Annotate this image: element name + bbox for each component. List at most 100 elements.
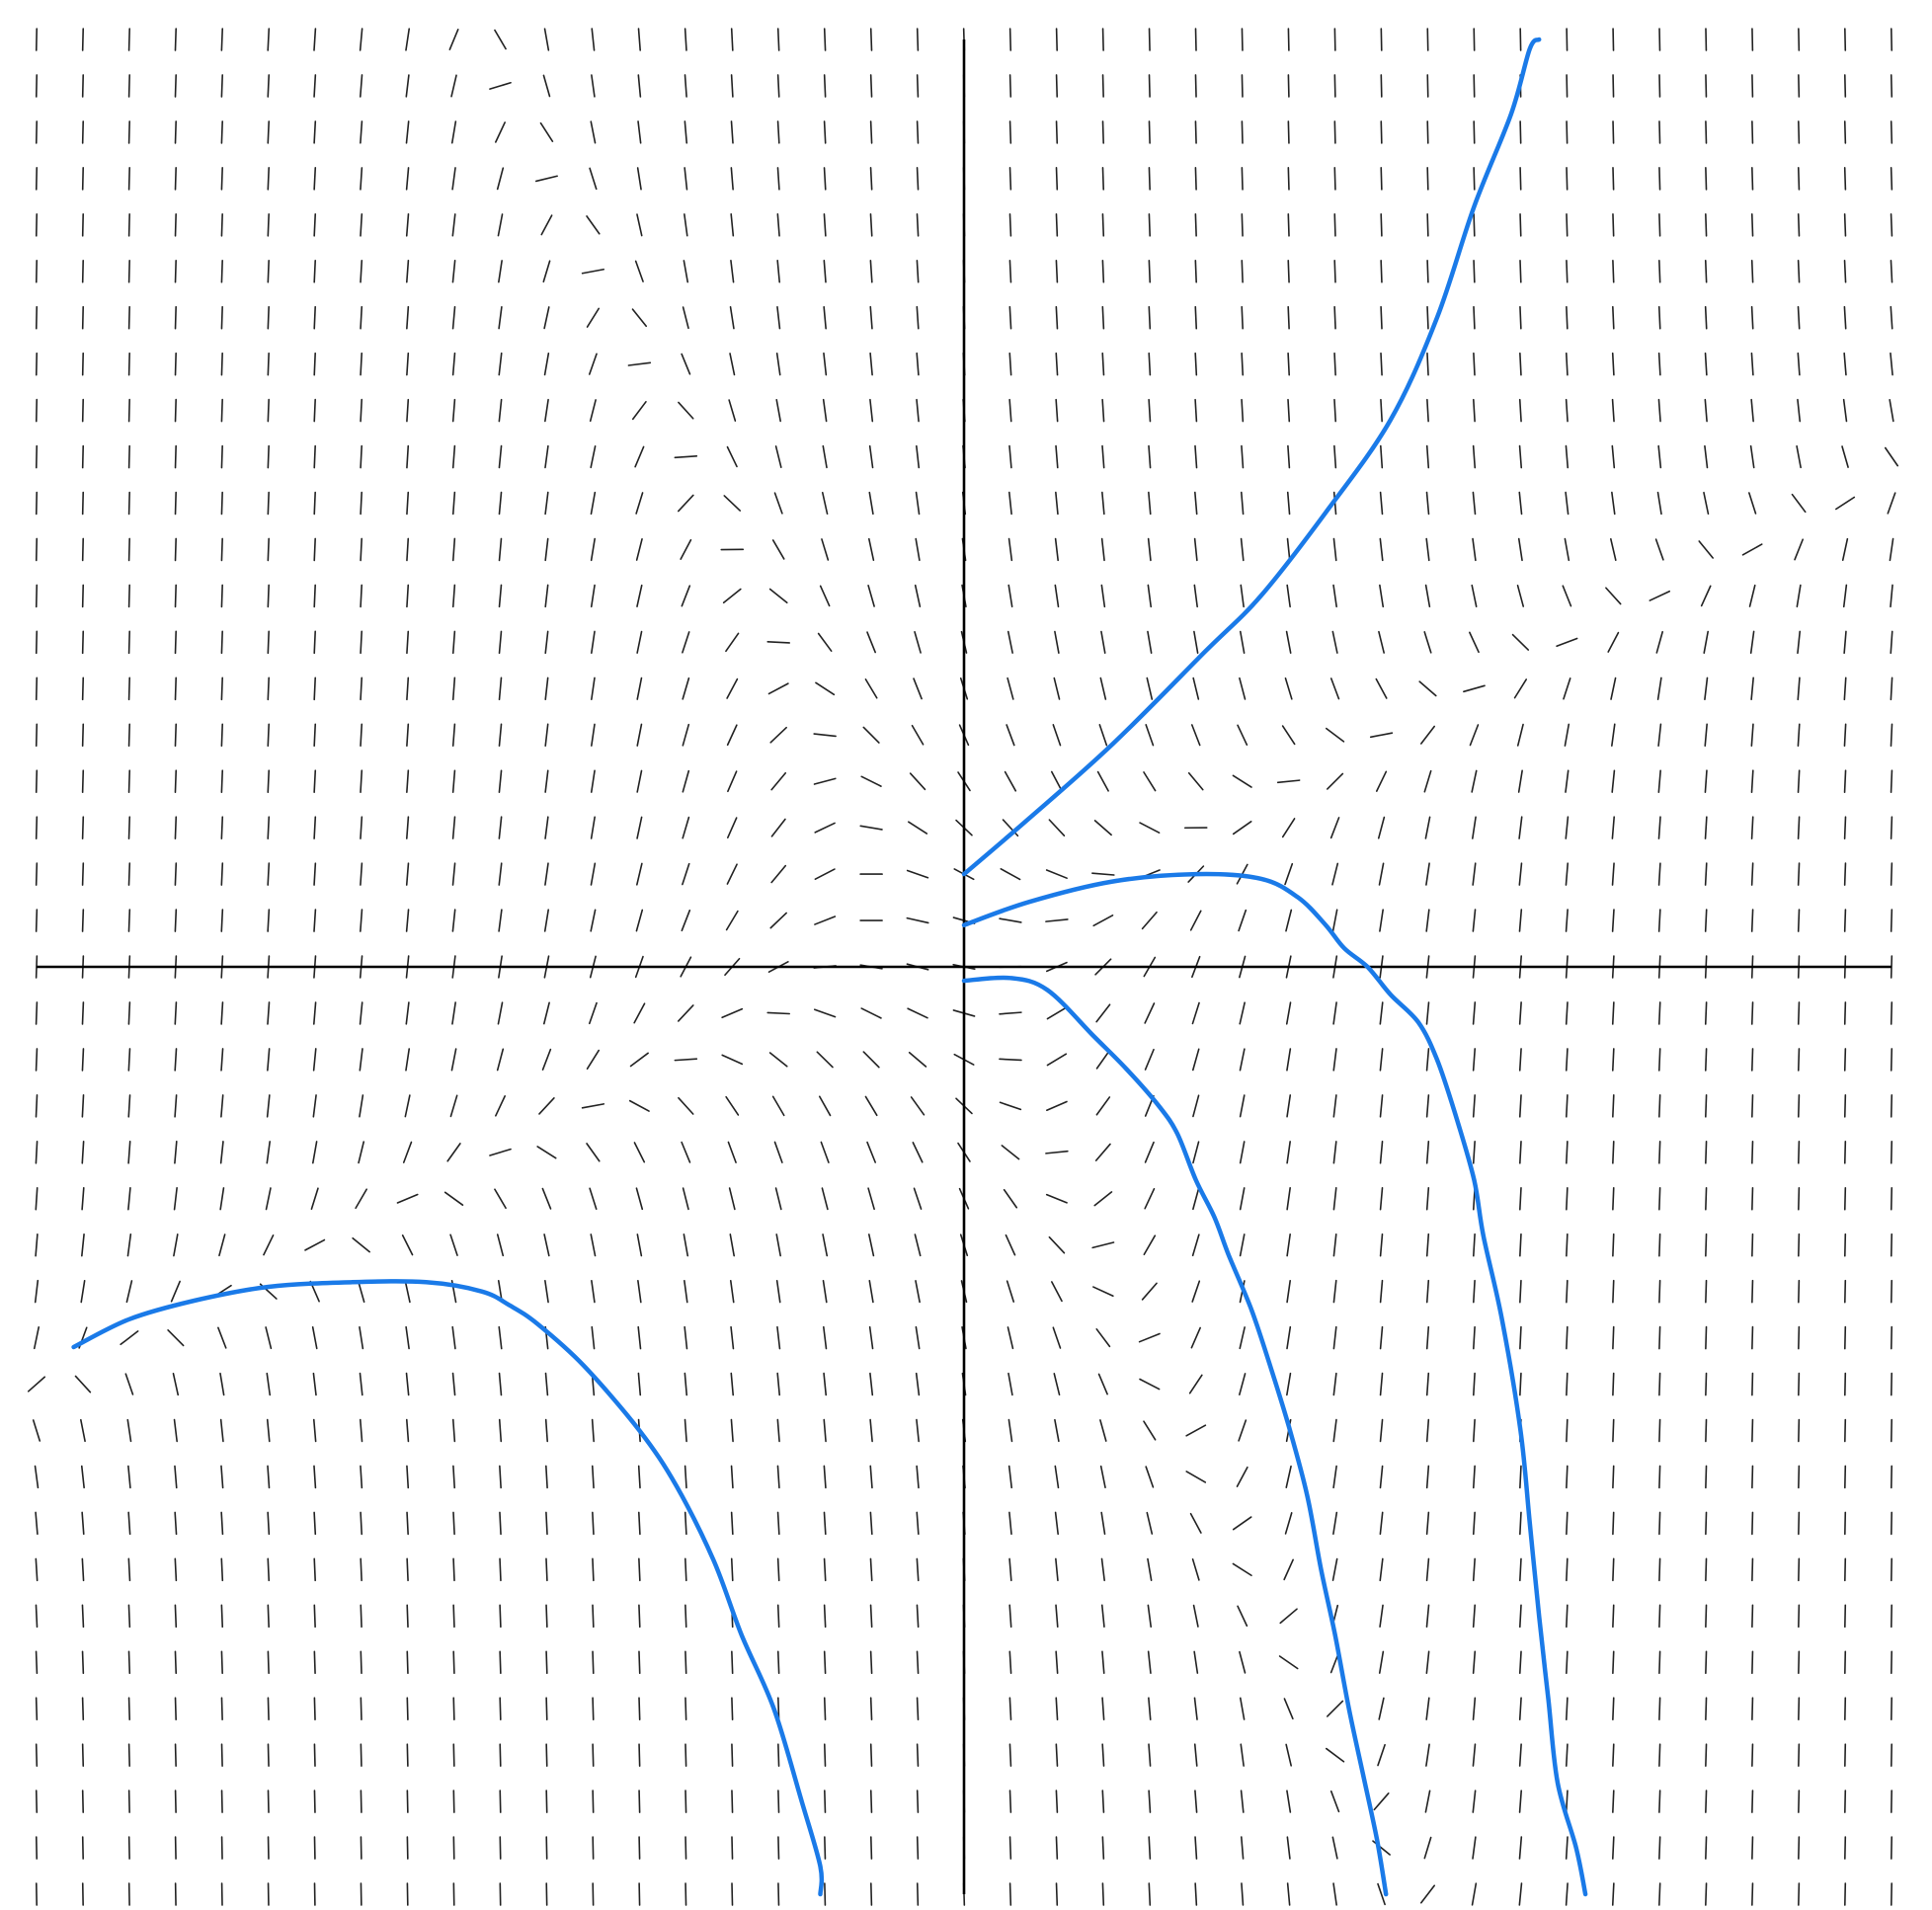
slope-segment bbox=[823, 1418, 827, 1443]
slope-segment bbox=[731, 1697, 734, 1720]
slope-segment bbox=[1751, 1836, 1754, 1860]
slope-segment bbox=[1658, 167, 1661, 191]
slope-segment bbox=[498, 816, 503, 839]
slope-segment bbox=[1797, 1048, 1801, 1072]
slope-segment bbox=[219, 1372, 225, 1396]
slope-segment bbox=[1750, 213, 1754, 237]
slope-segment bbox=[1565, 398, 1569, 423]
slope-segment bbox=[543, 306, 550, 330]
slope-segment bbox=[1055, 1697, 1059, 1720]
slope-segment bbox=[81, 1650, 85, 1675]
slope-segment bbox=[218, 1234, 226, 1257]
slope-segment bbox=[906, 869, 929, 879]
slope-segment bbox=[1094, 1143, 1111, 1161]
slope-segment bbox=[1751, 1604, 1754, 1629]
slope-segment bbox=[542, 74, 551, 98]
solution-curves bbox=[71, 37, 1588, 1897]
slope-segment bbox=[538, 1097, 555, 1115]
slope-segment bbox=[1278, 1655, 1299, 1670]
slope-segment bbox=[1100, 1511, 1106, 1536]
slope-segment bbox=[1006, 1280, 1015, 1303]
slope-segment bbox=[1612, 1094, 1615, 1118]
slope-segment bbox=[1657, 398, 1661, 423]
slope-segment bbox=[1471, 1882, 1478, 1906]
slope-segment bbox=[1797, 816, 1801, 839]
slope-segment bbox=[915, 1280, 921, 1304]
slope-segment bbox=[860, 1007, 882, 1019]
slope-segment bbox=[869, 1697, 873, 1720]
slope-segment bbox=[1843, 1094, 1847, 1118]
slope-segment bbox=[1380, 352, 1383, 376]
slope-segment bbox=[451, 676, 456, 701]
slope-segment bbox=[1332, 1048, 1337, 1072]
slope-segment bbox=[1611, 444, 1616, 469]
slope-segment bbox=[913, 1187, 923, 1210]
slope-segment bbox=[127, 1141, 131, 1164]
slope-segment bbox=[868, 491, 874, 516]
slope-segment bbox=[1750, 259, 1754, 283]
slope-segment bbox=[1046, 1053, 1068, 1067]
slope-segment bbox=[730, 28, 734, 51]
slope-segment bbox=[824, 1790, 827, 1813]
slope-segment bbox=[360, 584, 363, 608]
slope-segment bbox=[1241, 167, 1244, 191]
slope-segment bbox=[1055, 167, 1059, 191]
slope-segment bbox=[1194, 398, 1198, 423]
slope-segment bbox=[406, 305, 410, 330]
slope-segment bbox=[1287, 213, 1290, 237]
slope-segment bbox=[313, 1511, 317, 1536]
slope-segment bbox=[1093, 820, 1112, 836]
slope-segment bbox=[907, 821, 928, 835]
slope-segment bbox=[1656, 491, 1662, 516]
slope-segment bbox=[310, 1187, 319, 1211]
slope-segment bbox=[1426, 352, 1429, 376]
slope-segment bbox=[1656, 676, 1662, 700]
slope-segment bbox=[1472, 1743, 1477, 1767]
slope-segment bbox=[360, 1697, 362, 1720]
slope-segment bbox=[1054, 537, 1059, 562]
slope-segment bbox=[1287, 120, 1290, 144]
slope-segment bbox=[1517, 537, 1523, 562]
slope-segment bbox=[1008, 120, 1012, 144]
slope-segment bbox=[545, 1604, 548, 1629]
slope-segment bbox=[634, 260, 644, 282]
slope-segment bbox=[1657, 909, 1661, 932]
slope-segment bbox=[1329, 817, 1340, 839]
slope-segment bbox=[1239, 1001, 1246, 1025]
slope-segment bbox=[684, 1372, 688, 1396]
slope-segment bbox=[629, 1052, 649, 1068]
slope-segment bbox=[1472, 444, 1477, 469]
slope-segment bbox=[313, 1604, 316, 1629]
slope-segment bbox=[1239, 1234, 1246, 1257]
slope-segment bbox=[1704, 444, 1709, 469]
slope-segment bbox=[1008, 1557, 1012, 1582]
slope-segment bbox=[1425, 1743, 1430, 1767]
slope-segment bbox=[496, 1234, 505, 1257]
slope-segment bbox=[313, 1743, 316, 1767]
slope-segment bbox=[869, 28, 873, 51]
slope-segment bbox=[1890, 352, 1893, 376]
slope-segment bbox=[1239, 1326, 1246, 1350]
slope-segment bbox=[1519, 1186, 1522, 1211]
slope-segment bbox=[1052, 724, 1062, 747]
slope-segment bbox=[1147, 1650, 1152, 1674]
slope-segment bbox=[731, 1790, 734, 1813]
slope-segment bbox=[823, 1465, 827, 1489]
slope-segment bbox=[174, 1141, 178, 1164]
slope-segment bbox=[684, 1743, 687, 1767]
slope-segment bbox=[1426, 167, 1429, 191]
slope-segment bbox=[1472, 816, 1477, 839]
slope-segment bbox=[405, 1372, 410, 1396]
slope-segment bbox=[1518, 1094, 1522, 1118]
slope-segment bbox=[1472, 909, 1477, 932]
slope-segment bbox=[1241, 28, 1244, 51]
slope-segment bbox=[80, 1418, 86, 1443]
slope-segment bbox=[405, 909, 410, 932]
slope-segment bbox=[1194, 491, 1198, 516]
slope-segment bbox=[451, 537, 456, 562]
slope-segment bbox=[35, 909, 39, 932]
slope-segment bbox=[1375, 677, 1388, 699]
slope-segment bbox=[174, 537, 177, 562]
slope-segment bbox=[1751, 1511, 1754, 1536]
slope-segment bbox=[1191, 1280, 1201, 1303]
